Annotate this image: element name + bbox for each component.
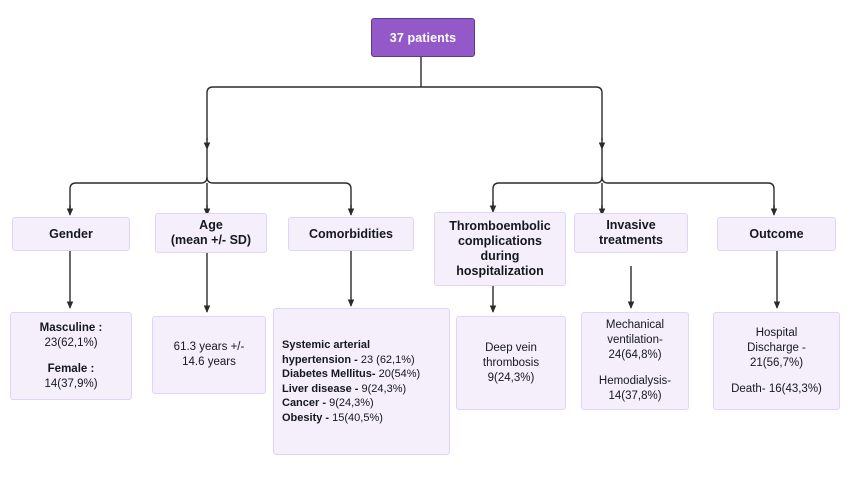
comorbidity-item: Diabetes Mellitus- 20(54%) <box>282 367 441 382</box>
node-leaf-comorbidities-list: Systemic arterial hypertension - 23 (62,… <box>274 338 449 425</box>
node-root-patients[interactable]: 37 patients <box>371 18 475 57</box>
node-category-thromboembolic-line2: complications <box>457 234 543 248</box>
comorbidity-name: Liver disease <box>282 382 352 395</box>
gender-female-label: Female : <box>47 362 95 375</box>
node-leaf-invasive-text: Mechanical ventilation- 24(64,8%) Hemodi… <box>582 318 688 404</box>
node-category-invasive-line2: treatments <box>599 233 663 247</box>
gender-masculine-label: Masculine : <box>39 321 103 334</box>
comorbidity-name: Obesity <box>282 411 323 424</box>
death-line1: Death- 16(43,3%) <box>731 382 822 395</box>
comorbidity-separator: - <box>371 368 379 380</box>
node-category-comorbidities[interactable]: Comorbidities <box>288 217 414 251</box>
node-category-invasive-line1: Invasive <box>606 218 656 232</box>
node-category-invasive[interactable]: Invasive treatments <box>574 213 688 253</box>
node-leaf-outcome[interactable]: Hospital Discharge - 21(56,7%) Death- 16… <box>713 312 840 410</box>
gender-row-female: Female : 14(37,9%) <box>17 362 125 392</box>
node-category-thromboembolic-text: Thromboembolic complications during hosp… <box>445 219 554 279</box>
comorbidity-item: Obesity - 15(40,5%) <box>282 411 441 426</box>
edge-to-thromboembolic <box>492 176 603 207</box>
gender-row-masculine: Masculine : 23(62,1%) <box>17 321 125 351</box>
node-leaf-thromboembolic-text: Deep vein thrombosis 9(24,3%) <box>457 341 565 386</box>
node-category-thromboembolic[interactable]: Thromboembolic complications during hosp… <box>434 212 566 286</box>
comorbidity-separator: - <box>351 382 362 395</box>
discharge-line2: Discharge - <box>747 341 806 354</box>
comorbidity-item: Liver disease - 9(24,3%) <box>282 382 441 397</box>
age-line2: 14.6 years <box>182 356 236 368</box>
outcome-spacer <box>720 371 833 382</box>
invasive-spacer <box>588 363 682 374</box>
dvt-line3: 9(24,3%) <box>487 371 535 384</box>
invasive-block-hemodialysis: Hemodialysis- 14(37,8%) <box>588 374 682 404</box>
discharge-line1: Hospital <box>755 326 798 339</box>
comorbidity-value: 9(24,3%) <box>361 382 407 395</box>
node-leaf-age-text: 61.3 years +/- 14.6 years <box>153 340 265 370</box>
gender-female-value: 14(37,9%) <box>44 377 98 390</box>
node-leaf-gender-text: Masculine : 23(62,1%) Female : 14(37,9%) <box>11 321 131 392</box>
node-leaf-age[interactable]: 61.3 years +/- 14.6 years <box>152 316 266 394</box>
node-leaf-invasive[interactable]: Mechanical ventilation- 24(64,8%) Hemodi… <box>581 312 689 410</box>
edge-root-to-right-bus <box>421 86 603 140</box>
node-category-gender-label: Gender <box>49 226 93 241</box>
hemodialysis-line2: 14(37,8%) <box>608 390 662 402</box>
node-category-comorbidities-label: Comorbidities <box>308 226 394 241</box>
node-category-thromboembolic-line1: Thromboembolic <box>449 219 551 233</box>
hemodialysis-line1: Hemodialysis- <box>598 375 672 387</box>
discharge-line3: 21(56,7%) <box>749 356 804 369</box>
invasive-block-ventilation: Mechanical ventilation- 24(64,8%) <box>588 318 682 363</box>
node-leaf-comorbidities[interactable]: Systemic arterial hypertension - 23 (62,… <box>273 308 450 455</box>
gender-spacer <box>17 351 125 362</box>
node-category-age-line1: Age <box>199 218 223 232</box>
node-leaf-outcome-text: Hospital Discharge - 21(56,7%) Death- 16… <box>714 326 839 397</box>
ventilation-line2: ventilation- <box>607 334 663 346</box>
node-category-invasive-text: Invasive treatments <box>595 218 667 248</box>
node-category-age-text: Age (mean +/- SD) <box>167 218 255 248</box>
node-root-label: 37 patients <box>389 30 457 45</box>
node-category-age-line2: (mean +/- SD) <box>170 233 252 247</box>
dvt-line2: thrombosis <box>482 356 540 369</box>
comorbidity-name: Cancer <box>282 397 320 409</box>
comorbidity-separator: - <box>322 411 333 424</box>
edge-to-comorbidities <box>206 176 352 210</box>
comorbidity-item: Cancer - 9(24,3%) <box>282 396 441 411</box>
node-category-thromboembolic-line3: during <box>480 249 520 263</box>
ventilation-line1: Mechanical <box>605 319 665 331</box>
dvt-line1: Deep vein <box>485 341 537 354</box>
node-leaf-gender[interactable]: Masculine : 23(62,1%) Female : 14(37,9%) <box>10 312 132 400</box>
node-category-gender[interactable]: Gender <box>12 217 130 251</box>
node-category-thromboembolic-line4: hospitalization <box>456 264 544 278</box>
comorbidity-name: Systemic arterial hypertension <box>282 339 371 366</box>
comorbidity-value: 15(40,5%) <box>332 411 383 424</box>
comorbidity-separator: - <box>319 397 330 409</box>
node-category-age[interactable]: Age (mean +/- SD) <box>155 213 267 253</box>
ventilation-line3: 24(64,8%) <box>608 349 662 361</box>
comorbidity-value: 20(54%) <box>378 368 421 380</box>
comorbidity-name: Diabetes Mellitus <box>282 368 372 380</box>
comorbidity-separator: - <box>351 353 361 366</box>
outcome-block-discharge: Hospital Discharge - 21(56,7%) <box>720 326 833 371</box>
age-line1: 61.3 years +/- <box>173 341 245 353</box>
edge-to-outcome <box>601 176 775 210</box>
comorbidity-value: 23 (62,1%) <box>360 353 415 366</box>
edge-root-to-left-bus <box>206 86 421 140</box>
outcome-block-death: Death- 16(43,3%) <box>720 382 833 397</box>
gender-masculine-value: 23(62,1%) <box>44 336 98 349</box>
comorbidity-item: Systemic arterial hypertension - 23 (62,… <box>282 338 441 367</box>
edge-to-gender <box>69 176 208 210</box>
node-leaf-thromboembolic[interactable]: Deep vein thrombosis 9(24,3%) <box>456 316 566 410</box>
node-category-outcome[interactable]: Outcome <box>717 217 836 251</box>
comorbidity-value: 9(24,3%) <box>329 397 374 409</box>
node-category-outcome-label: Outcome <box>749 226 804 241</box>
